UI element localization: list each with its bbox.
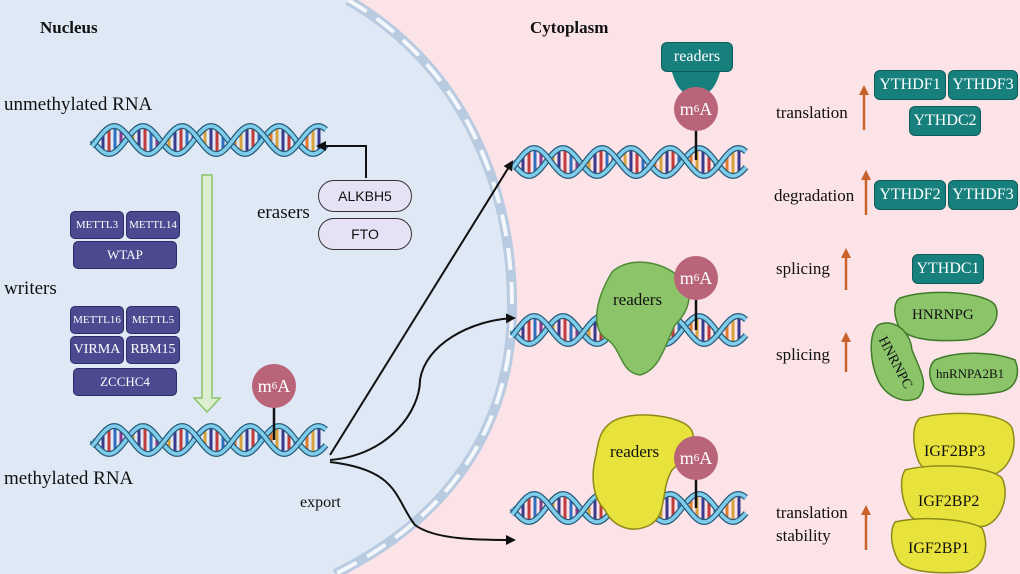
export-label: export [300, 494, 341, 511]
nucleus-title: Nucleus [40, 18, 98, 37]
nucleus-region [0, 0, 513, 574]
writer-arrow [192, 174, 222, 414]
eraser-fto: FTO [318, 218, 412, 250]
protein-ythdf3: YTHDF3 [948, 70, 1018, 100]
function-degradation: degradation [774, 186, 855, 205]
erasers-label: erasers [257, 202, 310, 223]
hnrnpg-blob [894, 291, 998, 342]
hnrnpc-blob [870, 322, 925, 401]
protein-igf2bp3: IGF2BP3 [924, 443, 986, 460]
eraser-alkbh5: ALKBH5 [318, 180, 412, 212]
export-arrow-bottom [329, 461, 516, 545]
nuclear-envelope-pores [334, 0, 515, 574]
writer-zcchc4: ZCCHC4 [73, 368, 177, 396]
up-arrow-1 [859, 85, 869, 130]
igf2bp1-blob [890, 517, 987, 574]
helix-methylated [89, 422, 329, 458]
function-splicing-1: splicing [776, 259, 830, 278]
reader-blob-green [595, 261, 690, 376]
protein-ythdf2: YTHDF2 [874, 180, 946, 210]
export-arrow-mid [329, 313, 516, 461]
writer-mettl16: METTL16 [70, 306, 124, 334]
protein-hnrnpg: HNRNPG [912, 307, 974, 323]
igf2bp2-blob [900, 465, 1006, 529]
protein-ythdf1: YTHDF1 [874, 70, 946, 100]
cytoplasm-title: Cytoplasm [530, 18, 609, 37]
protein-ythdc2: YTHDC2 [909, 106, 981, 136]
eraser-arrow [316, 141, 367, 178]
readers-label-2: readers [613, 290, 663, 309]
writers-label: writers [4, 278, 57, 299]
up-arrow-4 [841, 332, 851, 372]
protein-ythdc1: YTHDC1 [912, 254, 984, 284]
function-translation-2: translation [776, 503, 848, 522]
writer-mettl3: METTL3 [70, 211, 124, 239]
readers-label-3: readers [610, 442, 660, 461]
writer-rbm15: RBM15 [126, 336, 180, 364]
function-splicing-2: splicing [776, 345, 830, 364]
up-arrow-3 [841, 248, 851, 290]
up-arrow-5 [861, 505, 871, 550]
helix-unmethylated [89, 122, 329, 158]
unmethylated-rna-label: unmethylated RNA [4, 94, 153, 115]
export-arrow-top [329, 160, 514, 456]
readers-box-1: readers [661, 42, 733, 72]
protein-igf2bp2: IGF2BP2 [918, 493, 980, 510]
up-arrow-2 [861, 170, 871, 215]
writer-virma: VIRMA [70, 336, 124, 364]
function-stability: stability [776, 526, 831, 545]
helix-cytoplasm-1 [509, 144, 749, 180]
protein-hnrnpa2b1: hnRNPA2B1 [936, 366, 1005, 381]
protein-igf2bp1: IGF2BP1 [908, 540, 970, 557]
writer-mettl14: METTL14 [126, 211, 180, 239]
upregulation-arrows [841, 85, 871, 550]
protein-ythdf3-b: YTHDF3 [948, 180, 1018, 210]
writer-wtap: WTAP [73, 241, 177, 269]
writer-mettl5: METTL5 [126, 306, 180, 334]
hnrnpa2b1-blob [929, 352, 1019, 396]
methylated-rna-label: methylated RNA [4, 468, 134, 489]
function-translation: translation [776, 103, 848, 122]
reader-blob-yellow [592, 414, 694, 530]
